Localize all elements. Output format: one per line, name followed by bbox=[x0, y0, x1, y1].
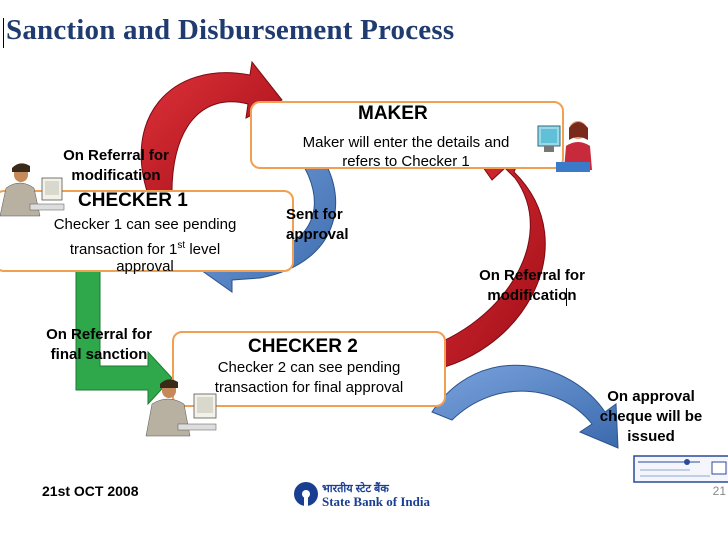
maker-text-line2: refers to Checker 1 bbox=[342, 153, 470, 170]
label-referral-right-line1: On Referral for bbox=[479, 267, 585, 284]
text-caret bbox=[566, 288, 567, 306]
page-title: Sanction and Disbursement Process bbox=[6, 14, 455, 46]
title-caret bbox=[3, 18, 4, 48]
checker1-text-line3: approval bbox=[116, 258, 174, 275]
arrow-final-sanction bbox=[75, 267, 173, 406]
checker1-text-line2-pre: transaction for 1 bbox=[69, 241, 178, 258]
page-number: 21 bbox=[712, 484, 726, 498]
footer-date: 21st OCT 2008 bbox=[42, 483, 139, 499]
checker1-text-line2-post: level bbox=[185, 241, 221, 258]
bank-name-hindi: भारतीय स्टेट बैंक bbox=[322, 483, 389, 495]
maker-text-line1: Maker will enter the details and bbox=[302, 134, 510, 151]
checker1-text-line1: Checker 1 can see pending bbox=[53, 216, 237, 233]
maker-box bbox=[250, 101, 564, 169]
maker-title: MAKER bbox=[358, 103, 428, 124]
label-referral-right: On Referral for modification bbox=[444, 266, 620, 306]
label-referral-top-line2: modification bbox=[71, 167, 161, 184]
label-sent-line2: approval bbox=[286, 226, 349, 243]
label-referral-right-line2: modification bbox=[487, 287, 577, 304]
checker1-box bbox=[0, 190, 294, 272]
checker2-text-line2: transaction for final approval bbox=[214, 379, 404, 396]
checker1-text-line2-sup: st bbox=[177, 240, 186, 251]
checker1-title: CHECKER 1 bbox=[78, 190, 188, 211]
label-cheque-line2: cheque will be bbox=[599, 408, 703, 425]
label-referral-top: On Referral for modification bbox=[26, 146, 206, 186]
checker2-text-line1: Checker 2 can see pending bbox=[217, 359, 401, 376]
bank-name: State Bank of India bbox=[322, 494, 430, 509]
arrow-sent-for-approval bbox=[197, 149, 336, 293]
arrow-cheque-issued bbox=[431, 364, 619, 449]
arrow-referral-to-maker bbox=[140, 60, 283, 201]
label-referral-top-line1: On Referral for bbox=[63, 147, 169, 164]
checker2-title: CHECKER 2 bbox=[248, 336, 358, 357]
label-final-sanction: On Referral for final sanction bbox=[20, 325, 178, 365]
label-final-line2: final sanction bbox=[50, 346, 148, 363]
label-cheque-issued: On approval cheque will be issued bbox=[576, 387, 726, 447]
label-cheque-line1: On approval bbox=[607, 388, 695, 405]
label-sent-for-approval: Sent for approval bbox=[286, 205, 349, 245]
checker2-box bbox=[172, 331, 446, 407]
checker1-text-line2: transaction for 1st level bbox=[0, 236, 290, 260]
label-cheque-line3: issued bbox=[627, 428, 675, 445]
label-final-line1: On Referral for bbox=[46, 326, 152, 343]
label-sent-line1: Sent for bbox=[286, 206, 343, 223]
